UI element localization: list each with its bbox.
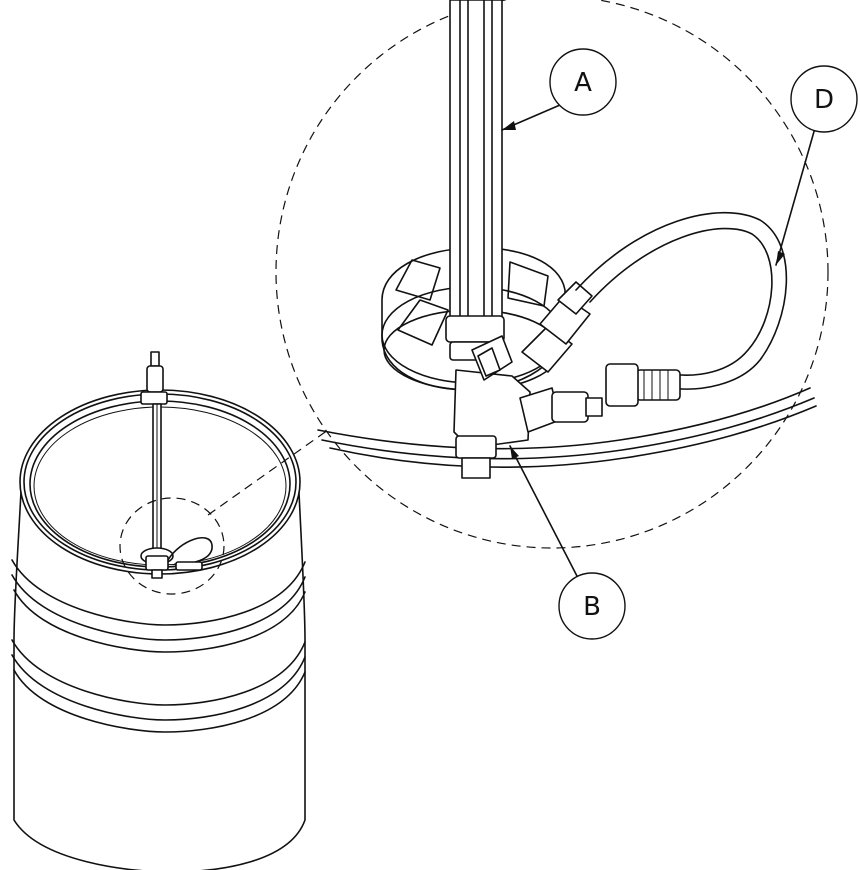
leader-b xyxy=(509,445,579,579)
detail-view-enlarged xyxy=(275,0,829,549)
callout-a: A xyxy=(501,48,617,131)
detail-circle-large xyxy=(275,0,829,549)
callout-label-b: B xyxy=(583,592,601,622)
arrowhead-a xyxy=(502,121,516,130)
detail-drum-rim xyxy=(317,387,811,450)
drum-hoop-upper xyxy=(11,559,306,626)
callout-label-a: A xyxy=(574,68,592,98)
leader-d xyxy=(775,127,816,266)
detail-circle-small xyxy=(119,497,225,595)
hose xyxy=(575,211,788,390)
callout-b: B xyxy=(509,445,626,640)
tee-fitting xyxy=(453,369,531,449)
callout-label-d: D xyxy=(814,85,834,115)
hose-coupler xyxy=(635,369,681,401)
pump-tube xyxy=(449,0,503,319)
callout-circle-d xyxy=(790,65,858,133)
detail-leader-line xyxy=(207,429,329,516)
callout-circle-b xyxy=(558,572,626,640)
callout-circle-a xyxy=(549,48,617,116)
callout-d: D xyxy=(775,65,858,266)
arrowhead-d xyxy=(776,251,785,265)
drum-body xyxy=(13,469,306,870)
drum-pump-small xyxy=(140,351,213,579)
arrowhead-b xyxy=(510,446,519,459)
drum-hoop-lower xyxy=(11,639,306,706)
